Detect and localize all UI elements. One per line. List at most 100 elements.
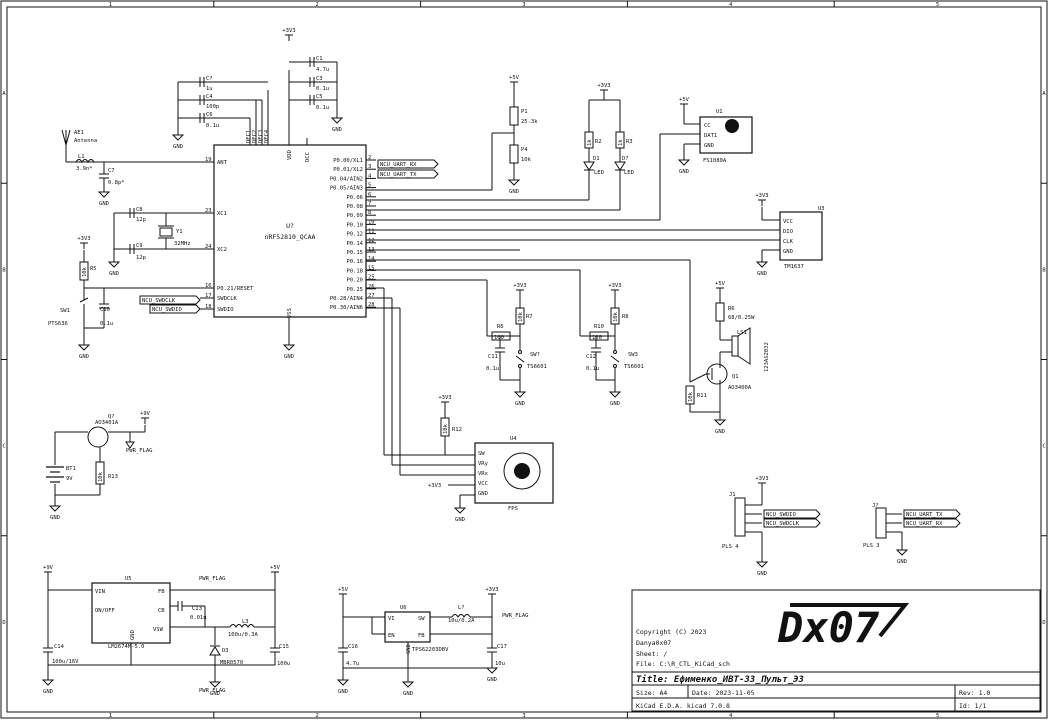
gnd-label: GND: [43, 689, 53, 695]
mcu-pin-name: P0.08: [346, 204, 363, 210]
u3-display: U3 VCC DIO CLK GND TM1637: [366, 206, 825, 270]
gnd-symbol: GND: [107, 261, 121, 277]
gnd-symbol: GND: [713, 419, 727, 435]
mcu-pin-dec1: DEC1: [246, 130, 252, 143]
r5-value: 10k: [82, 266, 88, 277]
u6-pin-fb: FB: [418, 633, 425, 639]
u6-pin-vi: VI: [388, 616, 395, 622]
gnd-label: GND: [403, 691, 413, 697]
d2-ref: D?: [622, 156, 629, 162]
gnd-label: GND: [332, 127, 342, 133]
mcu-pin-name: P0.12: [346, 232, 363, 238]
copyright-text: Copyright (C) 2023: [636, 628, 707, 636]
gnd-label: GND: [109, 271, 119, 277]
d3-value: MBR0570: [220, 660, 243, 666]
u3-pin-clk: CLK: [783, 239, 794, 245]
power-symbol: +3V3: [608, 283, 622, 296]
button-sw2: R7 10k R6 100 C11 0.1u SW? TS6601: [486, 295, 547, 392]
frame-row-label: A: [1042, 91, 1046, 97]
mcu-pin-name: P0.05/AIN3: [330, 186, 363, 192]
r10-value: 100: [592, 335, 602, 341]
pwr-flag-q2: PWR_FLAG: [126, 448, 153, 454]
crystal-section: C8 12p C9 12p Y1 32MHz: [113, 207, 214, 262]
power-label: +5V: [679, 97, 690, 103]
power-symbol: +5V: [270, 565, 281, 578]
gnd-label: GND: [487, 677, 497, 683]
u1-ref: U1: [716, 109, 723, 115]
mcu-pin-name: P0.25: [346, 287, 363, 293]
c3-ref: C3: [316, 76, 323, 82]
speaker-icon: [737, 327, 751, 365]
j2-label-uart-rx: NCU_UART_RX: [906, 521, 943, 527]
frame-row-label: D: [1042, 620, 1045, 626]
d1-ref: D1: [593, 156, 600, 162]
u5-pin-vin: VIN: [95, 589, 105, 595]
mcu-pin-vss: VSS: [287, 308, 293, 318]
mcu-pin-name: P0.14: [346, 241, 363, 247]
frame-row-label: B: [1042, 267, 1046, 273]
pwr-flag-d3: PWR_FLAG: [199, 688, 226, 694]
mcu-pin-name: ANT: [217, 160, 228, 166]
c5-ref: C5: [316, 94, 323, 100]
u4-pin-gnd: GND: [478, 491, 488, 497]
r6-value: 100: [494, 335, 504, 341]
power-symbol: +3V3: [755, 193, 769, 206]
mcu-pin-num: 6: [368, 192, 371, 198]
d2-value: LED: [624, 170, 634, 176]
u6-buck-regulator: U6 VI EN GND SW FB TPS62203DBV C16 4.7u …: [338, 600, 529, 682]
u6-ref: U6: [400, 605, 407, 611]
mcu-pin-num: 3: [368, 164, 371, 170]
u6-pin-gnd: GND: [406, 644, 412, 654]
mcu-pin-num: 12: [368, 238, 375, 244]
gnd-label: GND: [79, 354, 89, 360]
mcu-pin-num: 19: [205, 157, 212, 163]
r7-ref: R7: [526, 314, 533, 320]
c5-value: 0.1u: [316, 105, 329, 111]
mcu-pin-name: P0.01/XL2: [333, 167, 363, 173]
gnd-symbol: GND: [755, 561, 769, 577]
r11-ref: R11: [697, 393, 707, 399]
sheet-text: Sheet: /: [636, 650, 667, 658]
gnd-label: GND: [897, 559, 907, 565]
mcu-pin-name: P0.28/AIN4: [330, 296, 364, 302]
r6-ref: R6: [497, 324, 504, 330]
gnd-label: GND: [50, 515, 60, 521]
mcu-pin-name: P0.04/AIN2: [330, 176, 363, 182]
u5-pin-cb: CB: [158, 608, 165, 614]
gnd-symbol: GND: [171, 134, 185, 150]
gnd-label: GND: [679, 169, 689, 175]
q2-value: AO3401A: [95, 420, 119, 426]
frame-col-label: 3: [522, 2, 525, 8]
power-label: +3V3: [485, 587, 498, 593]
l1-ref: L1: [78, 154, 85, 160]
j1-ref: J1: [729, 492, 736, 498]
mcu-pin-name: P0.18: [346, 268, 363, 274]
c15-ref: C15: [279, 644, 289, 650]
gnd-label: GND: [715, 429, 725, 435]
frame-col-label: 4: [729, 713, 733, 719]
gnd-label: GND: [757, 571, 767, 577]
r5-ref: R5: [90, 266, 97, 272]
c11-value: 0.1u: [486, 366, 499, 372]
u4-pin-vcc: VCC: [478, 481, 488, 487]
frame-row-label: A: [2, 91, 6, 97]
power-label: +3V3: [282, 28, 295, 34]
buzzer-section: R6 68/0.25W LS1 123AS2032 10k R11 Q1 AO3…: [685, 294, 770, 420]
r13-ref: R13: [108, 474, 118, 480]
p4-ref: P4: [521, 147, 528, 153]
c9-ref: C9: [136, 243, 143, 249]
pwr-flag-u5: PWR_FLAG: [199, 576, 226, 582]
q1-value: AO3400A: [728, 385, 752, 391]
c2-ref: C?: [206, 76, 213, 82]
gnd-symbol: GND: [77, 344, 91, 360]
mcu-pin-num: 16: [205, 283, 212, 289]
ae1-value: Antenna: [74, 138, 97, 144]
pwr-flag-u6: PWR_FLAG: [502, 613, 529, 619]
mcu-pin-num: 18: [205, 304, 212, 310]
c7-value: 0.8p*: [108, 180, 125, 186]
power-label: +3V3: [597, 83, 610, 89]
mcu-pin-num: 25: [368, 275, 375, 281]
mcu-pin-name: P0.15: [346, 250, 363, 256]
gnd-symbol: GND: [895, 549, 909, 565]
c2-value: 1u: [206, 86, 213, 92]
